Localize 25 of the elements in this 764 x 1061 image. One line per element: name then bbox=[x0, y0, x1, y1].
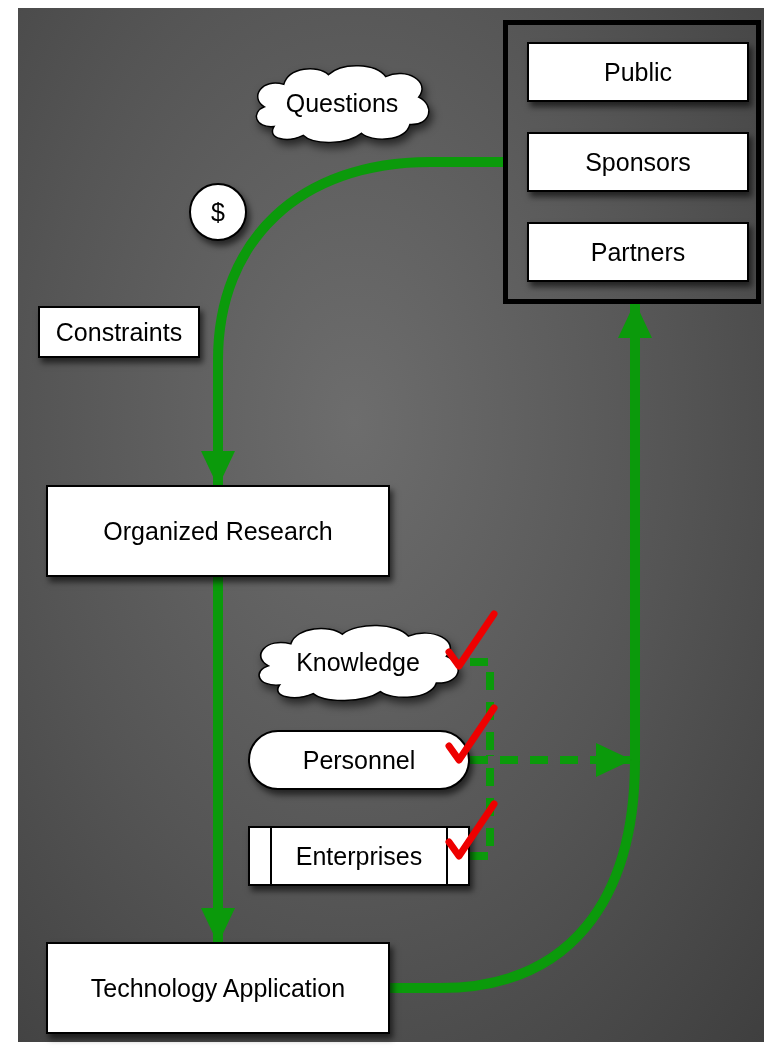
text-box bbox=[46, 942, 390, 1034]
node-label: $ bbox=[211, 199, 225, 225]
text-box bbox=[527, 42, 749, 102]
dashed-arrow bbox=[470, 743, 632, 777]
node-label: Knowledge bbox=[296, 649, 420, 675]
arrow bbox=[390, 302, 652, 993]
node-label: Partners bbox=[590, 239, 686, 265]
node-label: Public bbox=[603, 59, 673, 85]
text-box bbox=[46, 485, 390, 577]
node-label: Enterprises bbox=[295, 843, 423, 869]
text-box bbox=[527, 132, 749, 192]
node-label: Technology Application bbox=[90, 975, 346, 1001]
dashed-connector bbox=[470, 755, 494, 860]
arrow bbox=[201, 157, 503, 487]
rounded-box bbox=[248, 730, 470, 790]
text-box bbox=[38, 306, 200, 358]
process-box bbox=[248, 826, 470, 886]
node-label: Organized Research bbox=[103, 518, 333, 544]
node-label: Constraints bbox=[55, 319, 183, 345]
text-box bbox=[527, 222, 749, 282]
node-label: Questions bbox=[285, 90, 399, 116]
node-label: Personnel bbox=[302, 747, 416, 773]
arrow bbox=[201, 577, 235, 944]
group-frame bbox=[503, 20, 761, 304]
node-label: Sponsors bbox=[585, 149, 691, 175]
